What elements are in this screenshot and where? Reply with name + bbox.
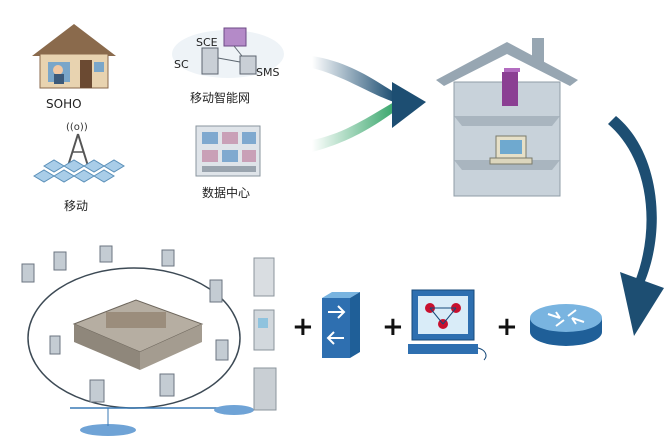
plus-sign-1: +	[292, 312, 314, 342]
server-cabinet-icon	[253, 257, 277, 411]
plus-sign-3: +	[496, 312, 518, 342]
soho-label: SOHO	[46, 97, 82, 111]
firewall-icon	[322, 292, 360, 358]
data-center-label: 数据中心	[202, 186, 251, 200]
svg-text:((o)): ((o))	[66, 122, 88, 133]
sce-label: SCE	[196, 36, 218, 49]
big-house-icon	[436, 38, 578, 197]
radio-tower-icon: ((o))	[33, 122, 125, 183]
mobile-smart-network-label: 移动智能网	[190, 91, 251, 105]
plus-sign-2: +	[382, 312, 404, 342]
mobile-label: 移动	[64, 199, 89, 213]
smart-network-icon	[172, 27, 284, 78]
monitor-icon	[408, 289, 487, 361]
sc-label: SC	[174, 58, 189, 71]
funnel-arrow-icon	[312, 56, 426, 152]
sms-label: SMS	[256, 66, 280, 79]
router-icon	[530, 304, 602, 346]
data-center-icon	[195, 125, 261, 177]
house-icon	[32, 24, 116, 89]
network-panorama-icon	[21, 245, 254, 436]
curved-arrow-icon	[608, 116, 664, 336]
